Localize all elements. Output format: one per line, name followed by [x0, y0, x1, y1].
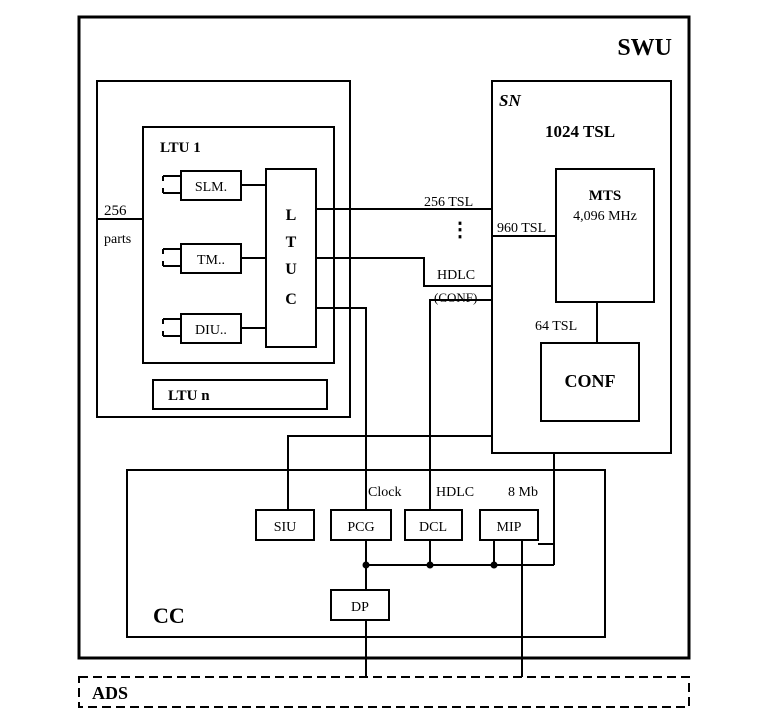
dp-label: DP: [351, 600, 369, 615]
ports-label: parts: [104, 232, 131, 247]
diu-input-lines: [162, 318, 181, 337]
link-hdlc-conf: [429, 299, 492, 510]
swu-label: SWU: [617, 35, 672, 61]
ads-label: ADS: [92, 683, 128, 703]
ltun-label: LTU n: [168, 388, 210, 404]
link-256-tsl-label: 256 TSL: [424, 195, 473, 210]
tsl-960-label: 960 TSL: [497, 221, 546, 236]
cc-clock-label: Clock: [368, 485, 401, 500]
link-ellipsis: ⋮: [450, 219, 470, 241]
pcg-box: [330, 509, 392, 541]
diu-label: DIU..: [195, 323, 227, 338]
cc-hdlc-label: HDLC: [436, 485, 474, 500]
ports-count: 256: [104, 203, 127, 219]
ads-frame: [78, 676, 690, 708]
tm-input-lines: [162, 248, 181, 267]
siu-to-sn-line: [287, 435, 492, 510]
clock-line: [316, 307, 367, 510]
pcg-label: PCG: [347, 520, 374, 535]
swu-frame: [77, 15, 691, 660]
conf-label: CONF: [565, 371, 616, 391]
ltun-frame: [152, 379, 328, 410]
link-hdlc: [316, 257, 492, 287]
sn-capacity: 1024 TSL: [545, 122, 615, 141]
cc-label: CC: [153, 603, 185, 628]
ltu-group-frame: [96, 80, 351, 418]
ltu1-label: LTU 1: [160, 140, 201, 156]
mip-label: MIP: [497, 520, 522, 535]
ltu1-frame: [142, 126, 335, 364]
sn-frame: [491, 80, 672, 454]
bus-junction-mip: [490, 561, 498, 569]
mip-8mb-line: [538, 453, 555, 545]
tsl-64-label: 64 TSL: [535, 319, 577, 334]
bus-junction-dcl: [426, 561, 434, 569]
slm-input-lines: [162, 175, 181, 194]
ltuc-letter-l: L: [286, 207, 297, 224]
dcl-box: [404, 509, 463, 541]
dp-box: [330, 589, 390, 621]
cc-mb-label: 8 Mb: [508, 485, 538, 500]
mip-box: [479, 509, 539, 541]
ltuc-box: [265, 168, 317, 348]
bus-junction-pcg: [362, 561, 370, 569]
mts-frequency: 4,096 MHz: [573, 209, 637, 224]
tm-label: TM..: [197, 253, 225, 268]
ltuc-letter-t: T: [286, 234, 297, 251]
dcl-label: DCL: [419, 520, 447, 535]
link-hdlc-label: HDLC: [437, 268, 475, 283]
siu-box: [255, 509, 315, 541]
mts-title: MTS: [589, 188, 622, 204]
link-hdlc-conf-label: (CONF): [434, 290, 477, 305]
siu-label: SIU: [274, 520, 297, 535]
sn-label: SN: [499, 91, 521, 110]
conf-box: [540, 342, 640, 422]
ltuc-letter-c: C: [285, 291, 297, 308]
slm-label: SLM.: [195, 180, 227, 195]
ltuc-letter-u: U: [285, 261, 297, 278]
